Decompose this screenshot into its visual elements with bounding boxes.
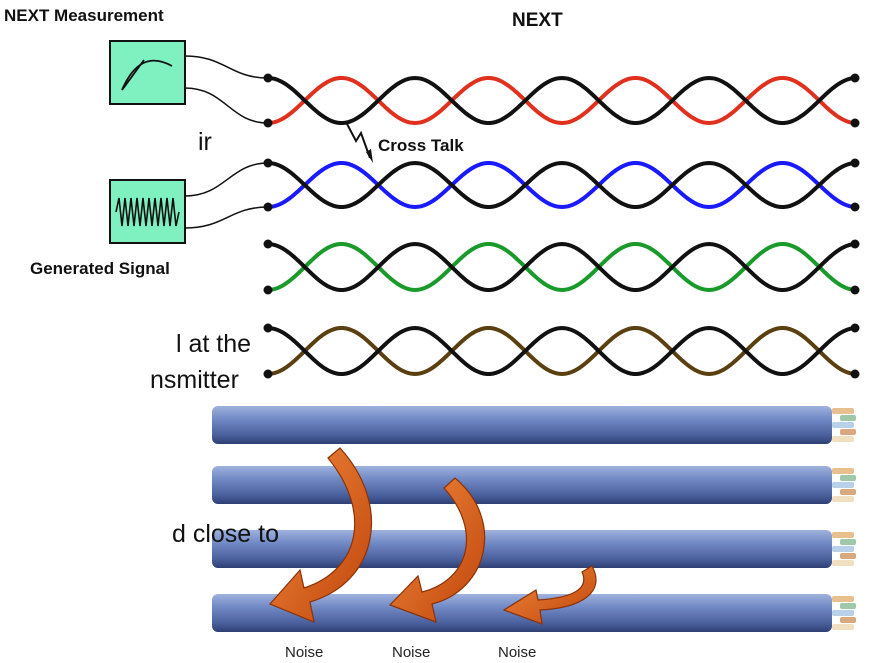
wire-terminal	[850, 323, 860, 333]
cable-conductor-end	[840, 539, 856, 545]
noise-arrow-icon	[268, 447, 372, 623]
twisted-pair	[263, 73, 860, 128]
cable-conductor-end	[840, 415, 856, 421]
cable-conductor-end	[832, 560, 854, 566]
wire-terminal	[263, 285, 273, 295]
meter-needle	[121, 59, 145, 91]
twisted-pair	[263, 239, 860, 295]
meter-lead-top	[184, 55, 269, 79]
cable-conductor-end	[840, 603, 856, 609]
network-cable	[212, 530, 856, 568]
twisted-pairs	[263, 73, 860, 379]
generator-lead-top	[184, 162, 269, 197]
noise-label: Noise	[285, 644, 324, 661]
cable-conductor-end	[832, 532, 854, 538]
body-text-fragment: nsmitter	[150, 366, 239, 394]
wire-terminal	[263, 202, 273, 212]
cable-conductor-end	[840, 475, 856, 481]
cable-conductor-end	[840, 553, 856, 559]
colored-wire	[267, 161, 854, 210]
noise-arrow-icon	[388, 477, 486, 623]
wire-terminal	[850, 285, 860, 295]
lightning-tip	[366, 149, 373, 163]
noise-label: Noise	[392, 644, 431, 661]
wire-terminal	[263, 369, 273, 379]
cable-conductor-end	[832, 610, 854, 616]
cable-conductor-end	[832, 596, 854, 602]
network-cable	[212, 406, 856, 444]
wire-terminal	[263, 239, 273, 249]
wire-terminal	[850, 369, 860, 379]
cable-conductor-end	[832, 624, 854, 630]
dark-wire	[267, 75, 854, 125]
cable-conductor-end	[840, 489, 856, 495]
dark-wire	[267, 325, 854, 376]
noise-arrow-icon	[502, 565, 597, 625]
cable-jacket	[212, 530, 832, 568]
cable-conductor-end	[840, 617, 856, 623]
generator-lead-bottom	[184, 206, 269, 229]
wire-terminal	[850, 239, 860, 249]
wire-terminal	[263, 73, 273, 83]
network-cable	[212, 466, 856, 504]
noise-arrows	[268, 447, 597, 625]
meter-icon	[121, 59, 173, 91]
wire-terminal	[850, 118, 860, 128]
noise-label: Noise	[498, 644, 537, 661]
cable-jacket	[212, 466, 832, 504]
signal-generator-icon	[115, 197, 180, 227]
cable-conductor-end	[832, 422, 854, 428]
wire-terminal	[263, 118, 273, 128]
next-measurement-meter	[109, 40, 186, 105]
twisted-pair	[263, 158, 860, 212]
colored-wire	[267, 76, 854, 126]
body-text-fragment: d close to	[172, 520, 280, 548]
wire-terminal	[263, 323, 273, 333]
colored-wire	[267, 326, 854, 377]
cable-conductor-end	[832, 496, 854, 502]
cable-conductor-end	[832, 408, 854, 414]
wire-terminal	[850, 158, 860, 168]
lightning-icon	[345, 121, 371, 159]
cable-conductor-end	[832, 436, 854, 442]
cable-conductor-end	[832, 482, 854, 488]
body-text-fragment: l at the	[176, 330, 252, 358]
cable-jacket	[212, 406, 832, 444]
signal-generator	[109, 179, 186, 244]
cable-conductor-end	[840, 429, 856, 435]
wire-terminal	[263, 158, 273, 168]
generated-signal-label: Generated Signal	[30, 259, 170, 278]
wire-terminal	[850, 202, 860, 212]
dark-wire	[267, 160, 854, 209]
cable-conductor-end	[832, 546, 854, 552]
twisted-pair	[263, 323, 860, 379]
body-text-fragment: ir	[198, 128, 212, 156]
wire-terminal	[850, 73, 860, 83]
instrument-leads	[184, 55, 269, 229]
dark-wire	[267, 241, 854, 292]
cross-talk-label: Cross Talk	[378, 136, 464, 155]
cable-conductor-end	[832, 468, 854, 474]
meter-box	[109, 40, 186, 105]
measurement-title: NEXT Measurement	[4, 6, 164, 25]
meter-lead-bottom	[184, 87, 269, 124]
diagram-title: NEXT	[512, 10, 563, 31]
colored-wire	[267, 242, 854, 293]
